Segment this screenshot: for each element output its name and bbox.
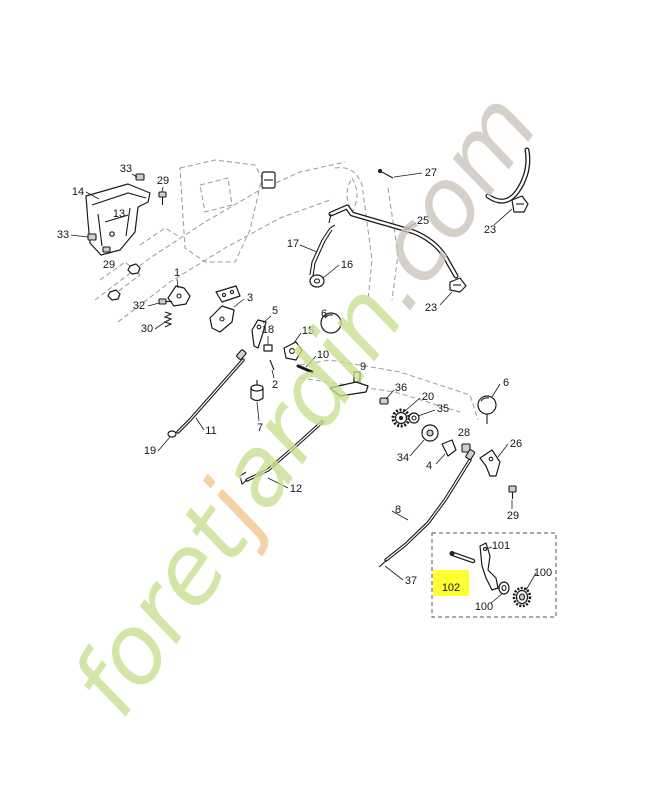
part-33-screw (87, 233, 97, 241)
callout-26: 26 (510, 438, 522, 450)
callout-32: 32 (133, 300, 145, 312)
callout-20: 20 (422, 391, 434, 403)
frame-outline (94, 159, 479, 421)
callout-6: 6 (321, 308, 327, 320)
part-6-ball (477, 395, 497, 424)
part-100-disc (512, 586, 532, 608)
part-8-cable (384, 449, 476, 562)
part-34-disc (421, 424, 439, 442)
callout-28: 28 (458, 427, 470, 439)
part-4-cam (441, 439, 457, 457)
callout-8: 8 (395, 504, 401, 516)
callout-5: 5 (272, 305, 278, 317)
callout-29: 29 (103, 259, 115, 271)
part-7-knob (250, 380, 264, 402)
callout-14: 14 (72, 186, 84, 198)
part-11-cable (176, 349, 247, 434)
callout-35: 35 (437, 403, 449, 415)
callout-30: 30 (141, 323, 153, 335)
callout-18: 18 (262, 324, 274, 336)
callout-2: 2 (272, 379, 278, 391)
leader-lines (70, 172, 537, 604)
highlight-box (433, 570, 469, 596)
part-25-rod (328, 204, 459, 279)
part-16-washer (309, 274, 325, 288)
callout-27: 27 (425, 167, 437, 179)
part-29-screw (508, 485, 517, 499)
part-29-screw (102, 246, 111, 253)
callout-29: 29 (157, 175, 169, 187)
callout-100: 100 (534, 567, 552, 579)
inset-frame (431, 532, 557, 618)
callout-6: 6 (503, 377, 509, 389)
part-33-screw (135, 173, 145, 181)
part-20-gear (391, 408, 411, 428)
part-2-pin (269, 359, 275, 371)
part-5-lever (251, 319, 267, 349)
part-26-lever (479, 449, 501, 477)
clip (261, 171, 276, 189)
callout-37: 37 (405, 575, 417, 587)
callout-7: 7 (257, 422, 263, 434)
callout-9: 9 (360, 361, 366, 373)
part-10-pin (296, 364, 314, 374)
callout-100: 100 (475, 601, 493, 613)
callout-1: 1 (174, 267, 180, 279)
part-32-screw (158, 298, 172, 305)
part-37-cable-end (378, 559, 388, 568)
callout-23: 23 (425, 302, 437, 314)
callout-34: 34 (397, 452, 409, 464)
callout-4: 4 (426, 460, 432, 472)
nut (107, 263, 141, 301)
callout-23: 23 (484, 224, 496, 236)
callout-25: 25 (417, 215, 429, 227)
part-23-clip (449, 277, 467, 293)
part-102-pin (449, 551, 476, 564)
callout-15: 15 (302, 325, 314, 337)
callout-16: 16 (341, 259, 353, 271)
callout-11: 11 (205, 425, 216, 437)
part-23-clip (511, 195, 529, 213)
callout-102: 102 (442, 582, 460, 594)
part-17-wire (309, 224, 336, 277)
part-101-lever (479, 542, 499, 591)
part-100-washer (498, 581, 510, 595)
part-3-bracket (209, 285, 241, 333)
part-1-lever (167, 285, 191, 307)
callouts: 33 29 14 13 33 29 27 25 23 17 16 1 3 32 … (57, 163, 552, 613)
callout-3: 3 (247, 292, 253, 304)
callout-13: 13 (113, 208, 125, 220)
callout-33: 33 (57, 229, 69, 241)
inset-detail (431, 532, 557, 618)
part-30-spring (163, 311, 173, 328)
curved-cable (485, 147, 531, 204)
callout-12: 12 (290, 483, 302, 495)
part-27-rod-end (377, 168, 394, 179)
part-35-washer (408, 412, 420, 424)
callout-36: 36 (395, 382, 407, 394)
part-6-ball (320, 312, 342, 334)
part-29-screw (158, 191, 167, 205)
callout-10: 10 (317, 349, 329, 361)
callout-33: 33 (120, 163, 132, 175)
part-28-clip (461, 443, 471, 453)
part-12-cable (239, 420, 324, 485)
part-19-cable-end (167, 430, 177, 438)
callout-17: 17 (287, 238, 299, 250)
part-36-bushing (379, 397, 389, 405)
callout-29: 29 (507, 510, 519, 522)
callout-101: 101 (492, 540, 510, 552)
part-18-pin (263, 344, 273, 352)
callout-19: 19 (144, 445, 156, 457)
